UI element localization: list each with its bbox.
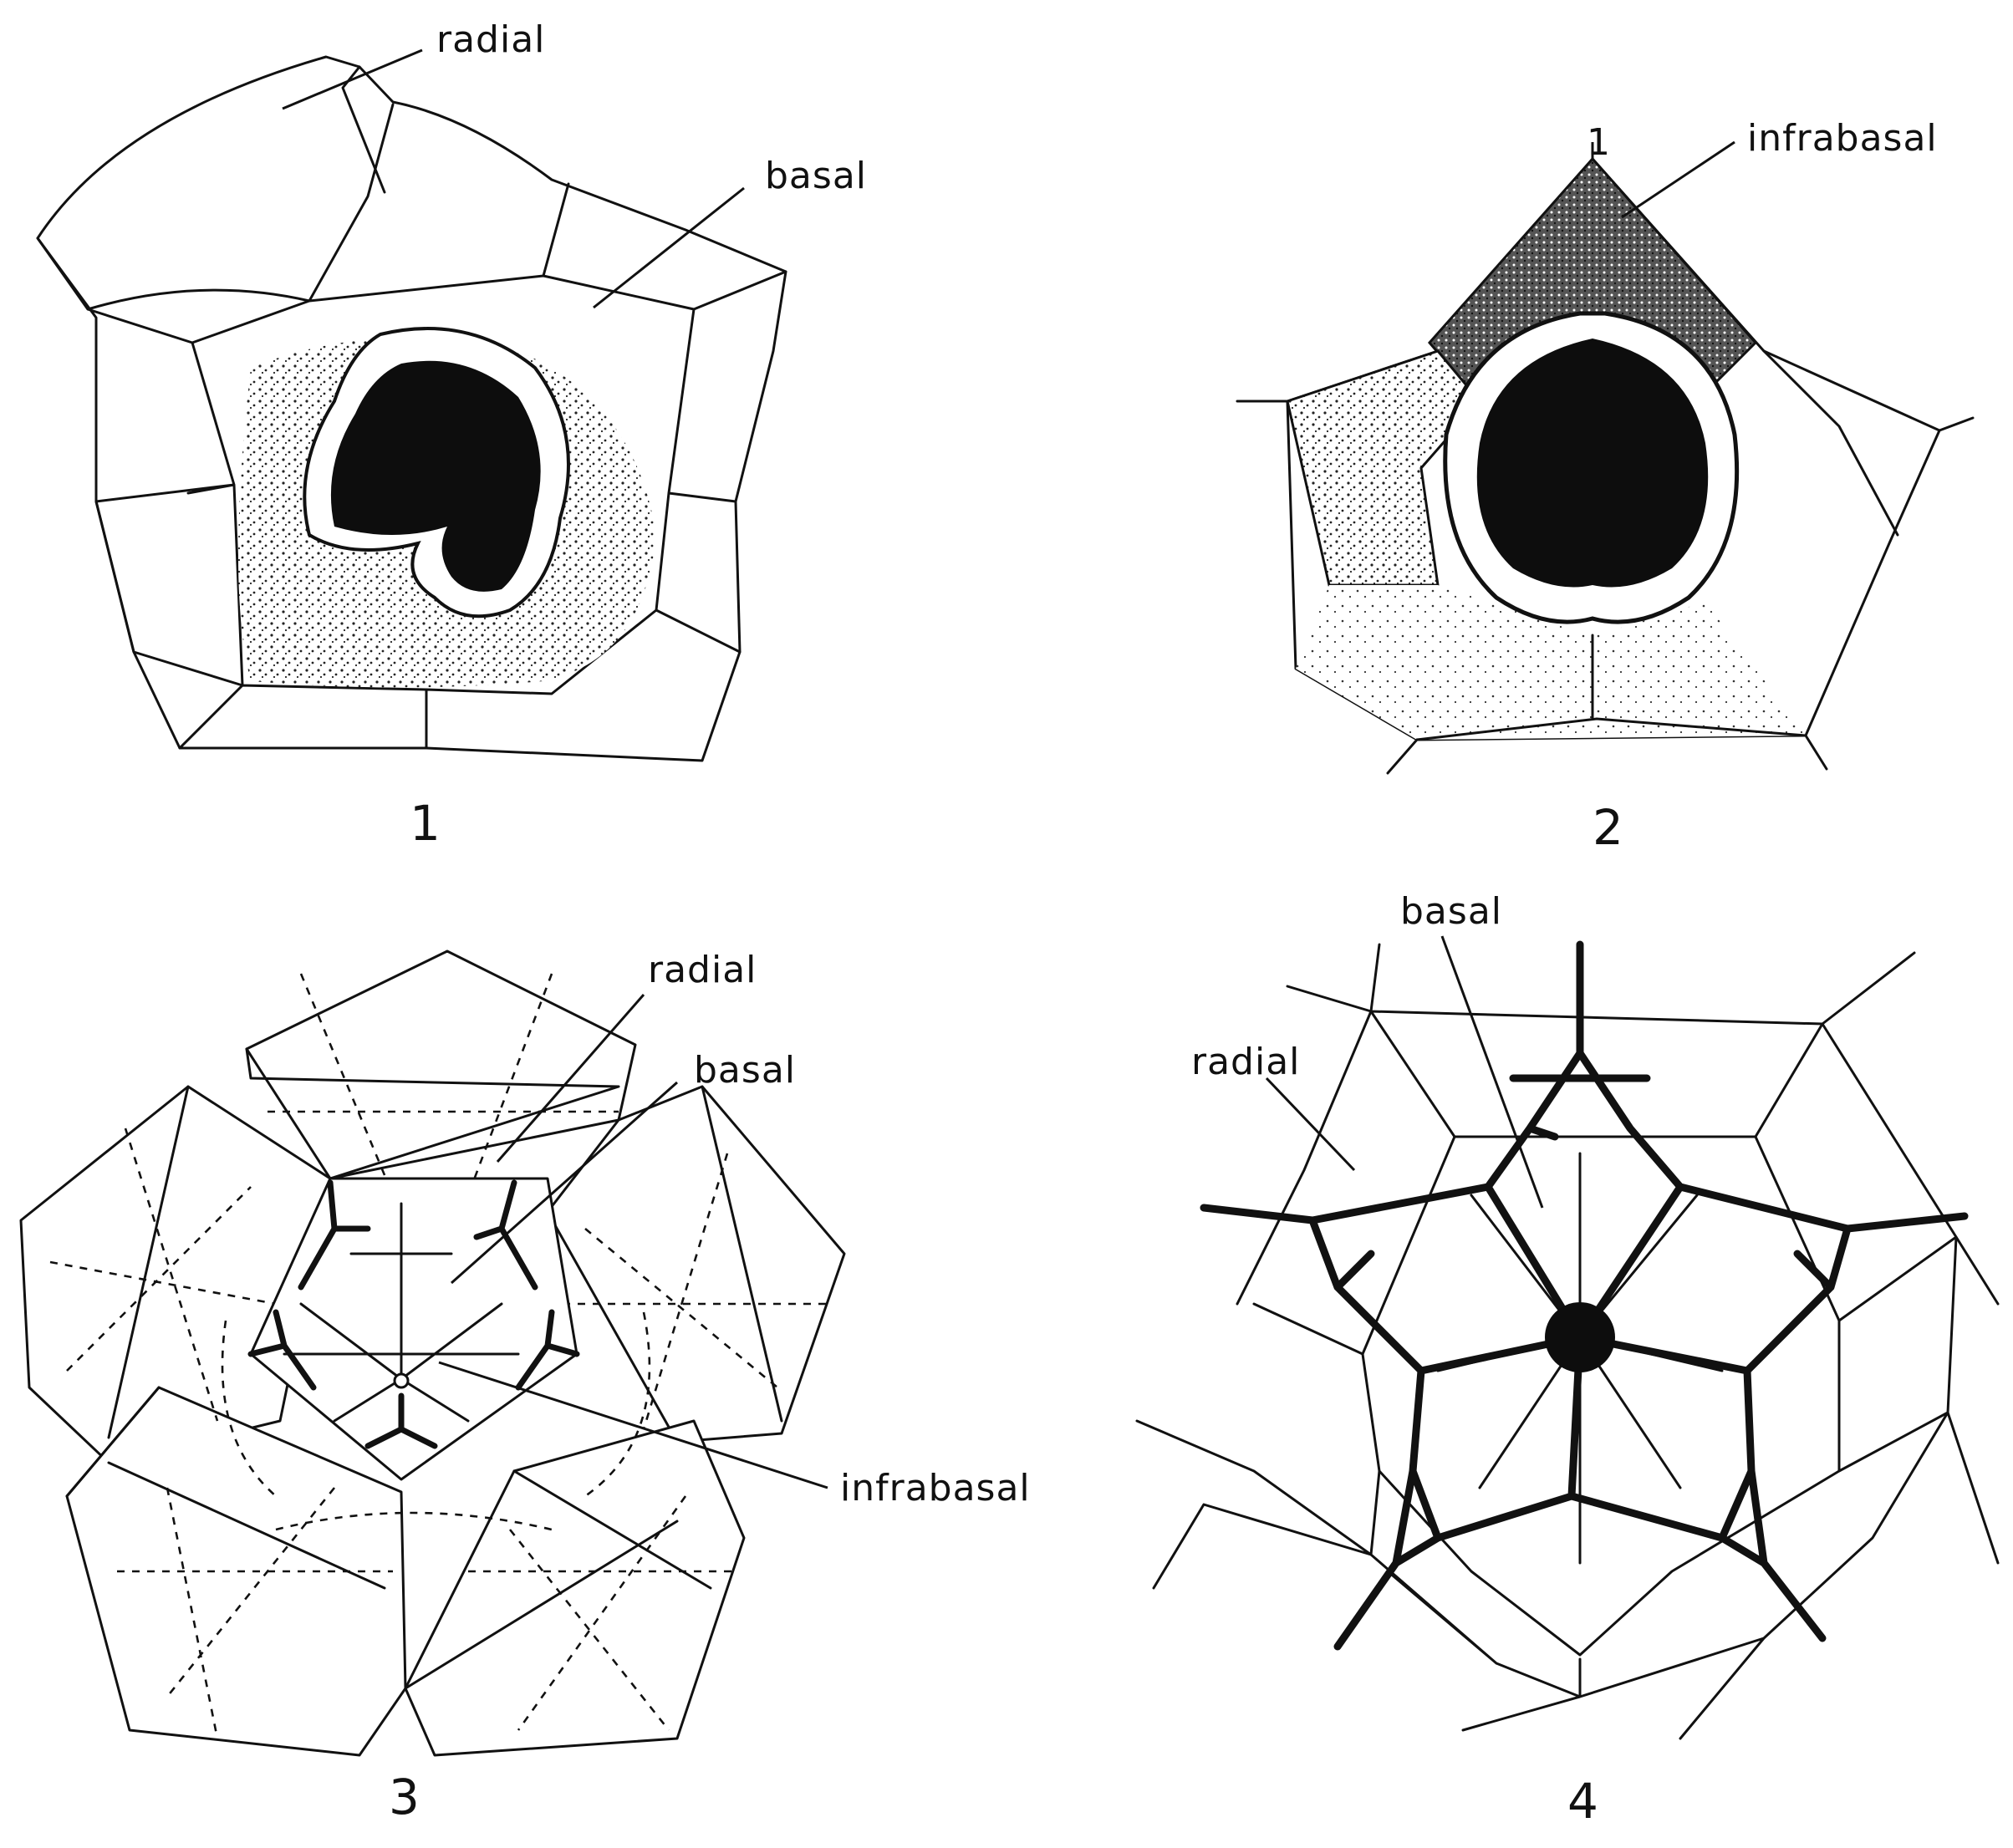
fig3-central-pore <box>395 1374 408 1387</box>
fig3-infrabasal-label: infrabasal <box>840 1467 1031 1509</box>
panel-2: 1 infrabasal 2 <box>1237 117 1973 856</box>
panel-3: radial basal infrabasal 3 <box>21 949 1031 1825</box>
fig3-number: 3 <box>389 1769 420 1825</box>
fig1-number: 1 <box>410 795 441 852</box>
fig4-basal-label: basal <box>1400 890 1502 933</box>
fig4-thick-network <box>1204 944 1965 1647</box>
fig2-infrabasal-leader <box>1622 142 1735 217</box>
fig3-basal-label: basal <box>694 1049 796 1092</box>
fig1-basal-label: basal <box>765 155 867 197</box>
fig4-basal-leader <box>1442 936 1542 1208</box>
fig4-number: 4 <box>1567 1773 1598 1830</box>
fig3-radial-label: radial <box>648 949 757 991</box>
panel-4: basal radial 4 <box>1137 890 1998 1830</box>
fig2-number: 2 <box>1593 799 1623 856</box>
fig2-infrabasal-label: infrabasal <box>1747 117 1938 160</box>
fig3-radial-upper-right <box>548 1087 844 1442</box>
fig4-central-node <box>1545 1302 1615 1372</box>
fig2-tick-label: 1 <box>1587 121 1611 164</box>
fig1-radial-label: radial <box>436 18 545 61</box>
fig4-radial-label: radial <box>1191 1041 1300 1083</box>
fig3-radial-lower-right <box>405 1421 744 1755</box>
panel-1: radial basal 1 <box>38 18 867 852</box>
